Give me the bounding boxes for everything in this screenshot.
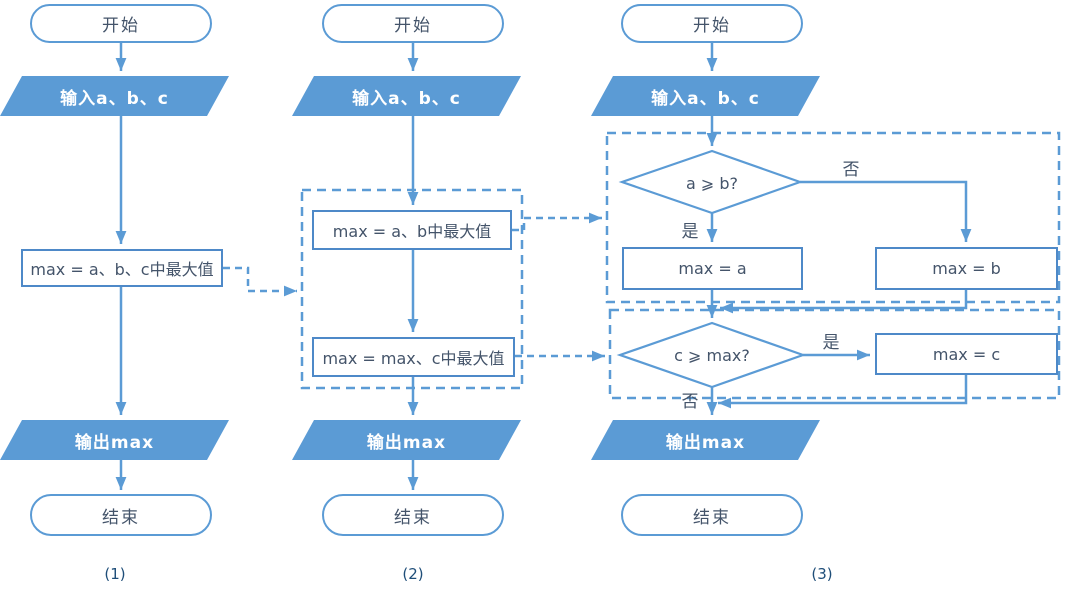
process-max-abc-1: max = a、b、c中最大值 xyxy=(21,249,223,287)
arrow-3-maxc-merge xyxy=(718,375,968,409)
arrow-3-decision1-no xyxy=(800,180,972,242)
arrow-3-maxb-merge xyxy=(720,290,968,314)
process-max-b-3: max = b xyxy=(875,247,1058,290)
io-output-2: 输出max xyxy=(292,420,521,460)
io-input-2: 输入a、b、c xyxy=(292,76,521,116)
terminator-end-2: 结束 xyxy=(322,494,504,536)
io-input-1: 输入a、b、c xyxy=(0,76,229,116)
caption-3: (3) xyxy=(811,565,833,583)
decision1-no-label: 否 xyxy=(842,159,860,180)
process-max-maxc-2: max = max、c中最大值 xyxy=(312,337,515,377)
process-max-a-3: max = a xyxy=(622,247,803,290)
process-max-ab-2: max = a、b中最大值 xyxy=(312,210,512,250)
io-input-3: 输入a、b、c xyxy=(591,76,820,116)
decision2-label: c ⩾ max? xyxy=(674,345,750,365)
decision-diamond-a-geq-b xyxy=(618,149,804,215)
caption-2: (2) xyxy=(402,565,424,583)
terminator-start-1: 开始 xyxy=(30,4,212,43)
decision1-yes-label: 是 xyxy=(681,221,699,242)
terminator-end-1: 结束 xyxy=(30,494,212,536)
dashed-group-box-3a xyxy=(605,131,1061,304)
terminator-start-3: 开始 xyxy=(621,4,803,43)
io-output-1: 输出max xyxy=(0,420,229,460)
dashed-arrow-1-to-2 xyxy=(223,266,297,297)
decision-diamond-c-geq-max xyxy=(616,321,807,389)
terminator-start-2: 开始 xyxy=(322,4,504,43)
decision2-yes-label: 是 xyxy=(822,332,840,353)
caption-1: (1) xyxy=(104,565,126,583)
dashed-arrow-2a-to-3a xyxy=(512,212,602,232)
process-max-c-3: max = c xyxy=(875,333,1058,375)
io-output-3: 输出max xyxy=(591,420,820,460)
terminator-end-3: 结束 xyxy=(621,494,803,536)
decision1-label: a ⩾ b? xyxy=(685,173,739,193)
decision2-no-label: 否 xyxy=(681,391,699,412)
